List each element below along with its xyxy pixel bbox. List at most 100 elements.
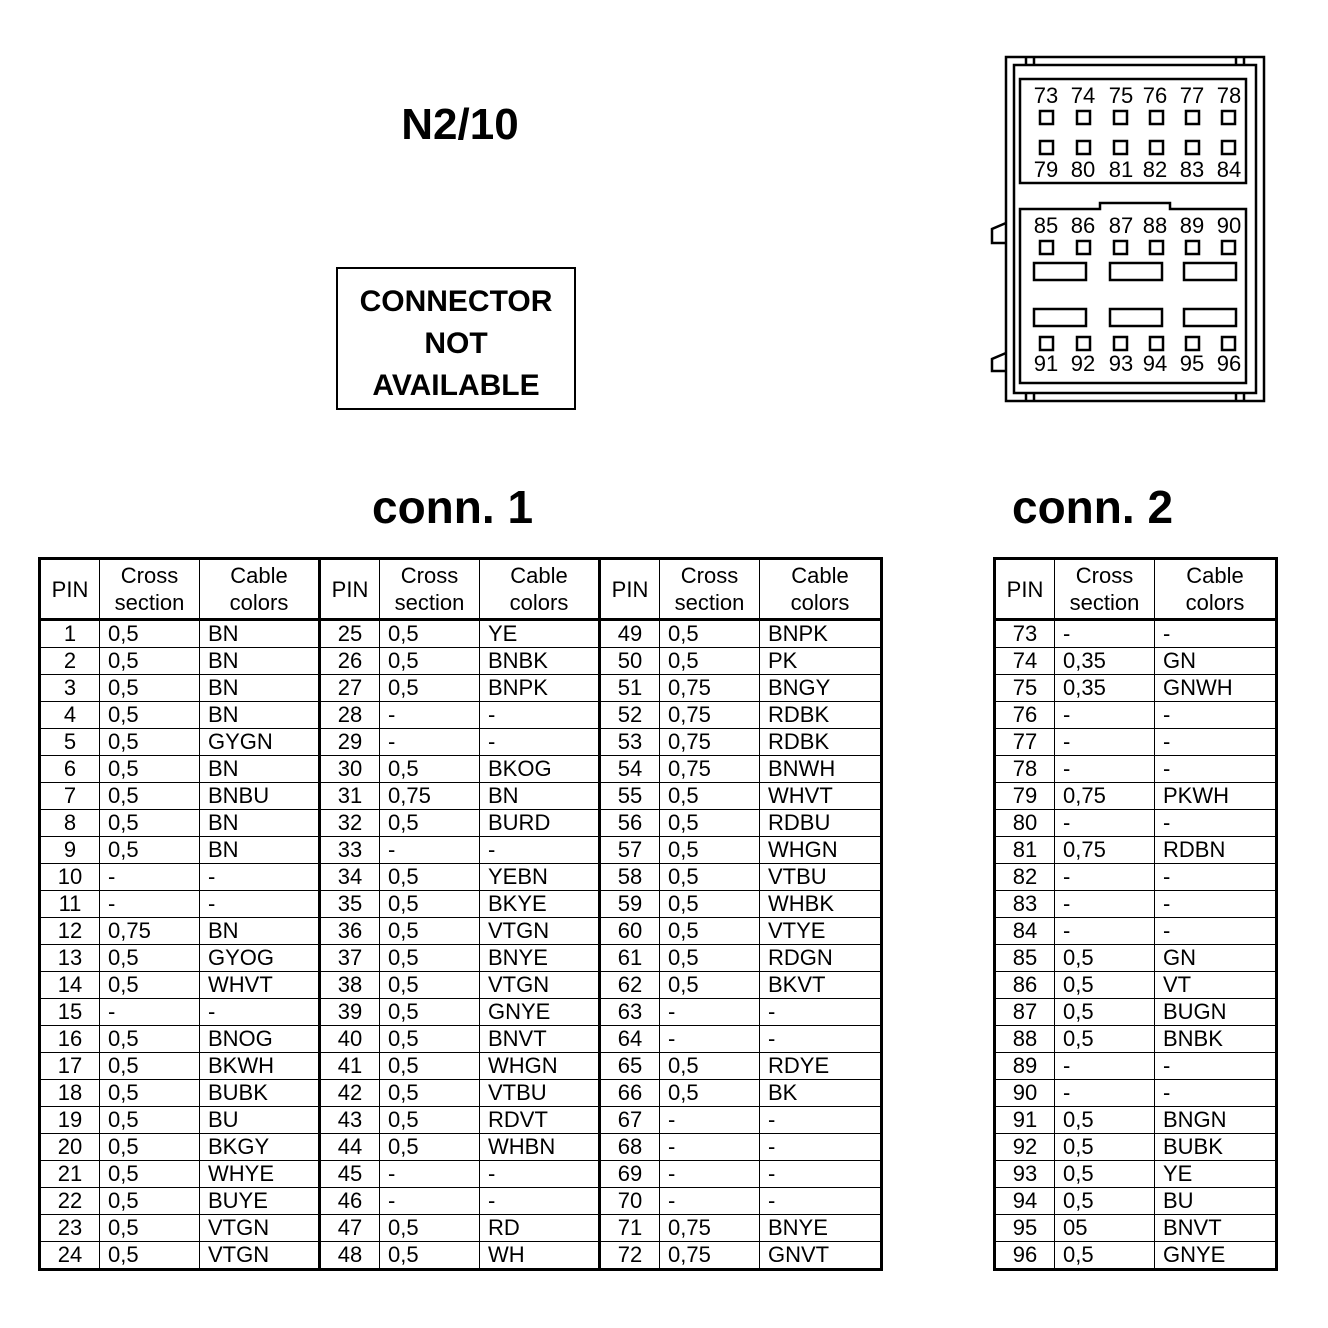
cross-section-cell: 0,5 bbox=[659, 863, 760, 891]
cross-section-cell: - bbox=[1054, 1079, 1155, 1107]
pin-number-cell: 48 bbox=[318, 1241, 380, 1270]
cable-color-cell: BN bbox=[199, 701, 320, 729]
pin-label: 81 bbox=[1109, 157, 1133, 182]
cross-section-cell: 0,75 bbox=[659, 701, 760, 729]
pin-number-cell: 62 bbox=[598, 971, 660, 999]
cross-section-cell: 0,5 bbox=[379, 890, 480, 918]
cable-color-cell: BNYE bbox=[759, 1214, 882, 1242]
cross-section-cell: - bbox=[1054, 619, 1155, 648]
pin-number-cell: 2 bbox=[39, 647, 100, 675]
cross-section-cell: 0,5 bbox=[99, 1187, 200, 1215]
cable-color-cell: RD bbox=[479, 1214, 600, 1242]
cross-section-cell: 0,5 bbox=[659, 619, 760, 648]
cross-section-cell: 0,5 bbox=[659, 647, 760, 675]
pin-number-cell: 50 bbox=[598, 647, 660, 675]
pin-number-cell: 67 bbox=[598, 1106, 660, 1134]
table-row: 80-- bbox=[994, 809, 1277, 837]
cable-color-cell: BNGY bbox=[759, 674, 882, 702]
cross-section-cell: - bbox=[99, 863, 200, 891]
cross-section-cell: - bbox=[659, 1025, 760, 1053]
cross-section-cell: 0,75 bbox=[1054, 782, 1155, 810]
pin-number-cell: 23 bbox=[39, 1214, 100, 1242]
cable-color-cell: BN bbox=[199, 755, 320, 783]
cable-color-cell: - bbox=[199, 863, 320, 891]
pin-header: PIN bbox=[598, 558, 660, 621]
pin-number-cell: 18 bbox=[39, 1079, 100, 1107]
cross-section-cell: 0,5 bbox=[379, 809, 480, 837]
cable-color-cell: RDYE bbox=[759, 1052, 882, 1080]
cross-section-cell: 0,5 bbox=[1054, 1241, 1155, 1270]
cable-color-cell: YE bbox=[1154, 1160, 1277, 1188]
cross-section-cell: 0,5 bbox=[99, 1079, 200, 1107]
cable-color-cell: - bbox=[1154, 917, 1277, 945]
pin-number-cell: 94 bbox=[994, 1187, 1055, 1215]
cross-section-cell: 0,5 bbox=[659, 836, 760, 864]
cross-section-cell: 0,5 bbox=[659, 782, 760, 810]
pin-number-cell: 5 bbox=[39, 728, 100, 756]
pin-number-cell: 80 bbox=[994, 809, 1055, 837]
pin-number-cell: 76 bbox=[994, 701, 1055, 729]
cable-color-cell: BNVT bbox=[1154, 1214, 1277, 1242]
cable-color-cell: BNYE bbox=[479, 944, 600, 972]
table-row: 90-- bbox=[994, 1079, 1277, 1107]
cross-section-cell: - bbox=[1054, 728, 1155, 756]
cable-color-cell: WHGN bbox=[479, 1052, 600, 1080]
pin-number-cell: 17 bbox=[39, 1052, 100, 1080]
cable-color-cell: BNVT bbox=[479, 1025, 600, 1053]
cross-section-cell: 0,5 bbox=[379, 863, 480, 891]
pin-number-cell: 26 bbox=[318, 647, 380, 675]
pin-number-cell: 16 bbox=[39, 1025, 100, 1053]
cross-section-cell: 0,5 bbox=[379, 647, 480, 675]
pin-number-cell: 77 bbox=[994, 728, 1055, 756]
pin-number-cell: 70 bbox=[598, 1187, 660, 1215]
cable-color-cell: - bbox=[1154, 701, 1277, 729]
cable-color-cell: RDBK bbox=[759, 728, 882, 756]
pin-label: 91 bbox=[1034, 351, 1058, 376]
cable-color-cell: WHVT bbox=[759, 782, 882, 810]
pin-header: PIN bbox=[318, 558, 380, 621]
pin-number-cell: 37 bbox=[318, 944, 380, 972]
pin-number-cell: 6 bbox=[39, 755, 100, 783]
cable-color-cell: BN bbox=[199, 809, 320, 837]
cable-color-cell: BU bbox=[199, 1106, 320, 1134]
cross-section-cell: 0,75 bbox=[659, 728, 760, 756]
cable-color-cell: - bbox=[1154, 619, 1277, 648]
cable-color-cell: BN bbox=[199, 647, 320, 675]
pin-number-cell: 21 bbox=[39, 1160, 100, 1188]
pin-number-cell: 64 bbox=[598, 1025, 660, 1053]
cross-section-cell: 0,5 bbox=[99, 944, 200, 972]
pin-label: 82 bbox=[1143, 157, 1167, 182]
pin-number-cell: 8 bbox=[39, 809, 100, 837]
cable-color-cell: - bbox=[759, 1187, 882, 1215]
pin-number-cell: 15 bbox=[39, 998, 100, 1026]
table-row: 83-- bbox=[994, 890, 1277, 918]
cable-color-cell: BNBK bbox=[1154, 1025, 1277, 1053]
cross-section-cell: 0,5 bbox=[379, 755, 480, 783]
cable-color-cell: BU bbox=[1154, 1187, 1277, 1215]
cross-section-cell: 05 bbox=[1054, 1214, 1155, 1242]
pin-number-cell: 96 bbox=[994, 1241, 1055, 1270]
cross-section-cell: 0,5 bbox=[379, 1133, 480, 1161]
pin-number-cell: 27 bbox=[318, 674, 380, 702]
cross-section-cell: - bbox=[1054, 809, 1155, 837]
cross-section-cell: 0,5 bbox=[1054, 1025, 1155, 1053]
cable-color-cell: - bbox=[479, 1187, 600, 1215]
cross-section-cell: 0,5 bbox=[99, 1160, 200, 1188]
cable-color-cell: BUYE bbox=[199, 1187, 320, 1215]
cross-section-cell: 0,5 bbox=[1054, 1106, 1155, 1134]
table-row: 76-- bbox=[994, 701, 1277, 729]
